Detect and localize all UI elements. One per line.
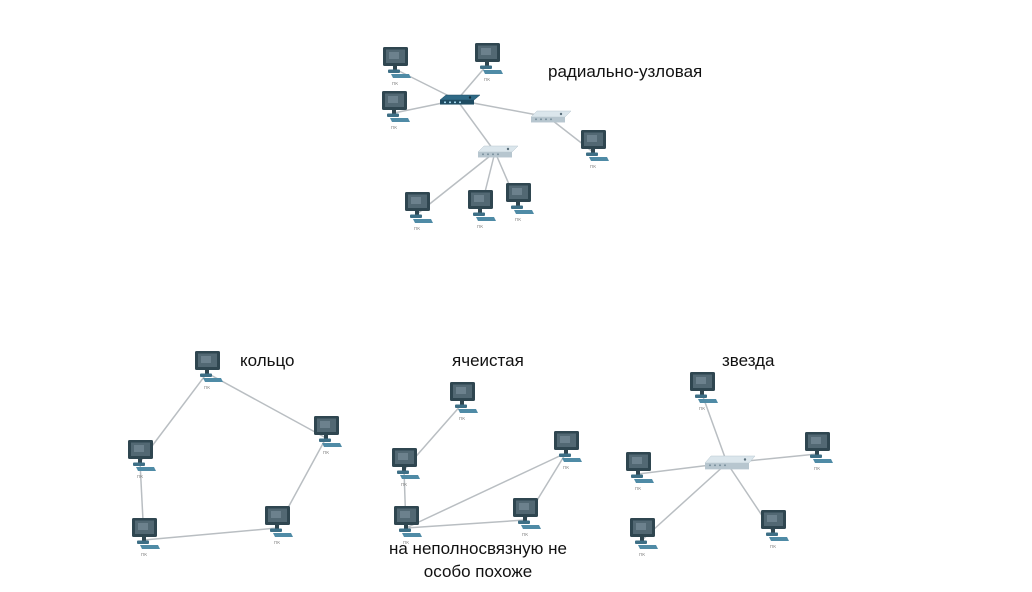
pc-label: пк bbox=[699, 406, 705, 412]
desktop-computer-icon bbox=[690, 372, 718, 403]
desktop-computer-icon bbox=[450, 382, 478, 413]
pc-label: пк bbox=[639, 552, 645, 558]
network-link bbox=[405, 452, 567, 529]
network-link bbox=[641, 462, 728, 541]
network-switch-icon bbox=[439, 94, 481, 105]
pc-node: пк bbox=[314, 416, 342, 456]
pc-node: пк bbox=[195, 351, 223, 391]
pc-label: пк bbox=[401, 482, 407, 488]
pc-node: пк bbox=[394, 506, 422, 546]
core-switch bbox=[439, 94, 481, 105]
pc-node: пк bbox=[805, 432, 833, 472]
pc-node: пк bbox=[630, 518, 658, 558]
links-layer bbox=[139, 64, 818, 541]
pc-node: пк bbox=[506, 183, 534, 223]
network-link bbox=[143, 527, 278, 541]
desktop-computer-icon bbox=[513, 498, 541, 529]
pc-node: пк bbox=[128, 440, 156, 480]
pc-node: пк bbox=[690, 372, 718, 412]
pc-node: пк bbox=[383, 47, 411, 87]
desktop-computer-icon bbox=[626, 452, 654, 483]
network-link bbox=[206, 372, 327, 439]
pc-label: пк bbox=[590, 164, 596, 170]
desktop-computer-icon bbox=[506, 183, 534, 214]
pc-node: пк bbox=[132, 518, 160, 558]
pc-label: пк bbox=[391, 125, 397, 131]
hub-device bbox=[477, 145, 519, 158]
pc-label: пк bbox=[274, 540, 280, 546]
mesh-note-line-2: особо похоже bbox=[423, 562, 533, 581]
desktop-computer-icon bbox=[475, 43, 503, 74]
pc-label: пк bbox=[204, 385, 210, 391]
pc-label: пк bbox=[635, 486, 641, 492]
desktop-computer-icon bbox=[761, 510, 789, 541]
desktop-computer-icon bbox=[382, 91, 410, 122]
pc-label: пк bbox=[770, 544, 776, 550]
desktop-computer-icon bbox=[405, 192, 433, 223]
desktop-computer-icon bbox=[630, 518, 658, 549]
desktop-computer-icon bbox=[128, 440, 156, 471]
pc-label: пк bbox=[563, 465, 569, 471]
desktop-computer-icon bbox=[392, 448, 420, 479]
desktop-computer-icon bbox=[805, 432, 833, 463]
desktop-computer-icon bbox=[314, 416, 342, 447]
desktop-computer-icon bbox=[394, 506, 422, 537]
desktop-computer-icon bbox=[581, 130, 609, 161]
pc-label: пк bbox=[403, 540, 409, 546]
network-link bbox=[405, 519, 526, 529]
desktop-computer-icon bbox=[554, 431, 582, 462]
pc-label: пк bbox=[414, 226, 420, 232]
network-link bbox=[456, 64, 488, 101]
network-hub-icon bbox=[477, 145, 519, 158]
pc-node: пк bbox=[405, 192, 433, 232]
pc-node: пк bbox=[392, 448, 420, 488]
pc-node: пк bbox=[475, 43, 503, 83]
pc-label: пк bbox=[522, 532, 528, 538]
mesh-note: на неполносвязную не особо похоже bbox=[358, 537, 598, 583]
pc-label: пк bbox=[141, 552, 147, 558]
desktop-computer-icon bbox=[265, 506, 293, 537]
network-link bbox=[701, 393, 728, 464]
devices-layer: пк пк пк пк пк пк пк пк пк пк пк пк пк пк пк пк пк пк пк пк… bbox=[128, 43, 833, 558]
caption-ring-topology: кольцо bbox=[240, 351, 295, 370]
pc-node: пк bbox=[554, 431, 582, 471]
pc-node: пк bbox=[468, 190, 496, 230]
hub-device bbox=[530, 110, 572, 123]
desktop-computer-icon bbox=[132, 518, 160, 549]
pc-node: пк bbox=[265, 506, 293, 546]
desktop-computer-icon bbox=[468, 190, 496, 221]
pc-node: пк bbox=[450, 382, 478, 422]
caption-mesh-topology: ячеистая bbox=[452, 351, 524, 370]
network-hub-icon bbox=[530, 110, 572, 123]
network-link bbox=[456, 99, 496, 153]
pc-node: пк bbox=[626, 452, 654, 492]
desktop-computer-icon bbox=[383, 47, 411, 78]
pc-node: пк bbox=[761, 510, 789, 550]
pc-label: пк bbox=[392, 81, 398, 87]
caption-star-topology: звезда bbox=[722, 351, 775, 370]
pc-node: пк bbox=[581, 130, 609, 170]
pc-node: пк bbox=[513, 498, 541, 538]
pc-label: пк bbox=[477, 224, 483, 230]
pc-label: пк bbox=[814, 466, 820, 472]
mesh-note-line-1: на неполносвязную не bbox=[388, 539, 567, 558]
caption-hub-topology: радиально-узловая bbox=[548, 62, 703, 81]
pc-label: пк bbox=[323, 450, 329, 456]
pc-label: пк bbox=[459, 416, 465, 422]
pc-label: пк bbox=[137, 474, 143, 480]
hub-device bbox=[704, 455, 756, 470]
network-hub-icon bbox=[704, 455, 756, 470]
pc-node: пк bbox=[382, 91, 410, 131]
pc-label: пк bbox=[515, 217, 521, 223]
desktop-computer-icon bbox=[195, 351, 223, 382]
pc-label: пк bbox=[484, 77, 490, 83]
